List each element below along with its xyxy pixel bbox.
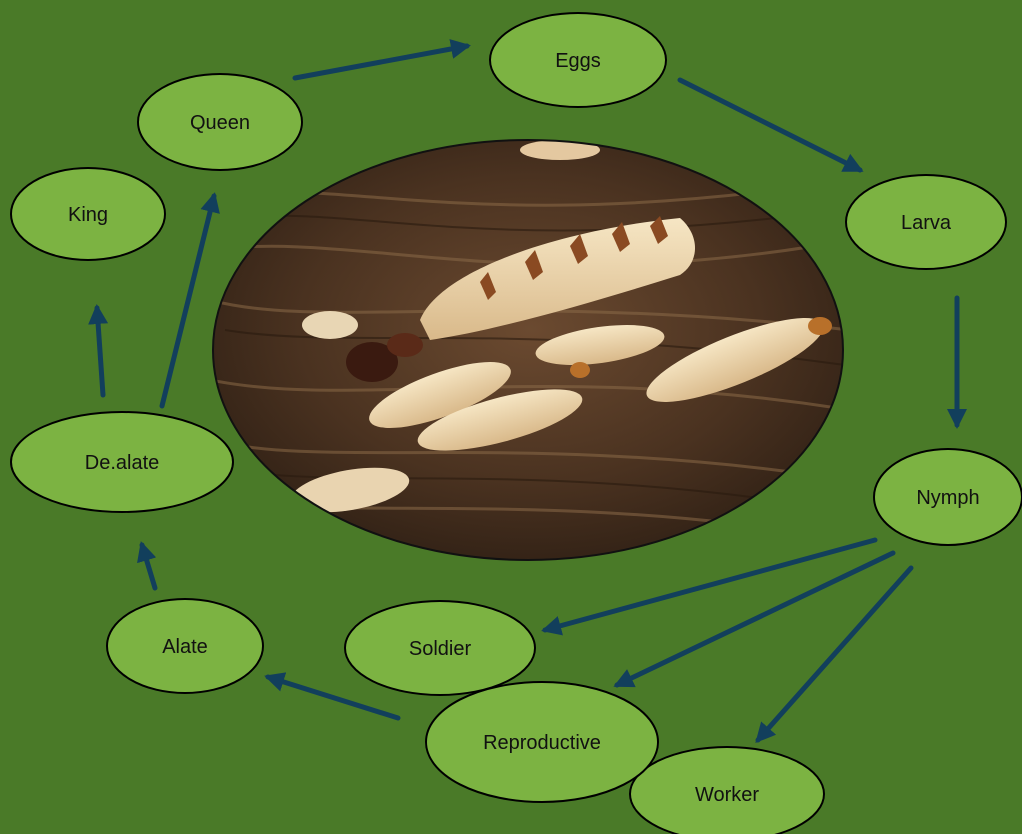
- node-dealate: De.alate: [11, 412, 233, 512]
- node-king: King: [11, 168, 165, 260]
- node-nymph-label: Nymph: [916, 487, 979, 509]
- node-soldier-label: Soldier: [409, 638, 472, 660]
- arrow-nymph-to-worker: [758, 568, 911, 740]
- node-alate: Alate: [107, 599, 263, 693]
- node-reproductive: Reproductive: [426, 682, 658, 802]
- node-dealate-label: De.alate: [85, 452, 160, 474]
- node-worker-label: Worker: [695, 784, 759, 806]
- node-queen-label: Queen: [190, 112, 250, 134]
- arrow-eggs-to-larva: [680, 80, 860, 170]
- node-alate-label: Alate: [162, 636, 208, 658]
- termite-colony-photo: [210, 138, 850, 563]
- arrow-queen-to-eggs: [295, 46, 467, 78]
- node-eggs-label: Eggs: [555, 50, 601, 72]
- node-larva-label: Larva: [901, 212, 952, 234]
- node-soldier: Soldier: [345, 601, 535, 695]
- node-larva: Larva: [846, 175, 1006, 269]
- arrow-alate-to-dealate: [142, 545, 155, 588]
- arrow-dealate-to-king: [97, 308, 103, 395]
- node-queen: Queen: [138, 74, 302, 170]
- node-eggs: Eggs: [490, 13, 666, 107]
- node-nymph: Nymph: [874, 449, 1022, 545]
- arrow-dealate-to-queen: [162, 196, 214, 406]
- node-king-label: King: [68, 204, 108, 226]
- node-reproductive-label: Reproductive: [483, 732, 601, 754]
- node-worker: Worker: [630, 747, 824, 834]
